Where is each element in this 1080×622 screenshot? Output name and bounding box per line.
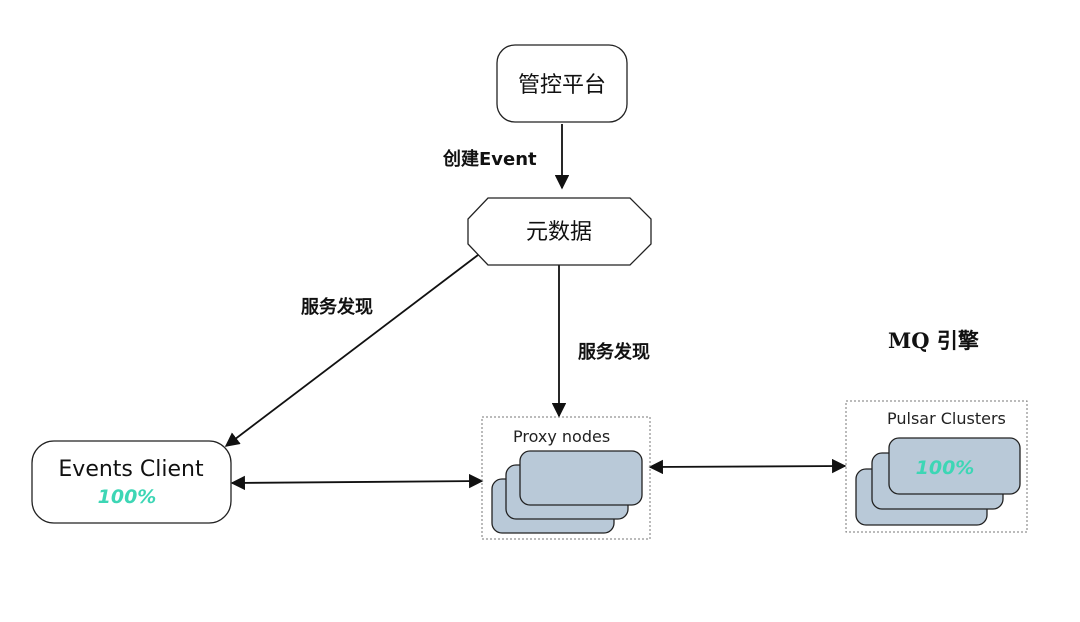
edge-label-discovery-center: 服务发现 [578, 341, 650, 363]
edge-client-proxy [230, 473, 484, 491]
proxy-node-card-1 [519, 450, 643, 506]
node-control-platform[interactable]: 管控平台 [496, 44, 628, 123]
node-events-client[interactable]: Events Client 100% [31, 440, 232, 524]
pulsar-clusters-percent: 100% [916, 457, 975, 479]
node-events-client-label: Events Client [58, 457, 204, 482]
edge-proxy-pulsar [648, 458, 847, 475]
node-control-platform-label: 管控平台 [518, 73, 606, 98]
events-client-percent: 100% [98, 486, 157, 508]
edge-discovery-left [224, 254, 479, 447]
node-metadata-label: 元数据 [526, 220, 592, 245]
edge-label-discovery-left: 服务发现 [301, 296, 373, 318]
node-metadata[interactable]: 元数据 [467, 197, 652, 266]
edge-label-create-event: 创建Event [442, 148, 537, 170]
group-proxy-nodes-label: Proxy nodes [513, 427, 610, 446]
group-pulsar-clusters-label: Pulsar Clusters [887, 409, 1006, 428]
group-proxy-nodes[interactable]: Proxy nodes [481, 416, 651, 540]
mq-engine-heading: MQ 引擎 [888, 328, 979, 353]
group-pulsar-clusters[interactable]: Pulsar Clusters 100% [845, 400, 1028, 533]
pulsar-cluster-card-1 [888, 437, 1021, 495]
